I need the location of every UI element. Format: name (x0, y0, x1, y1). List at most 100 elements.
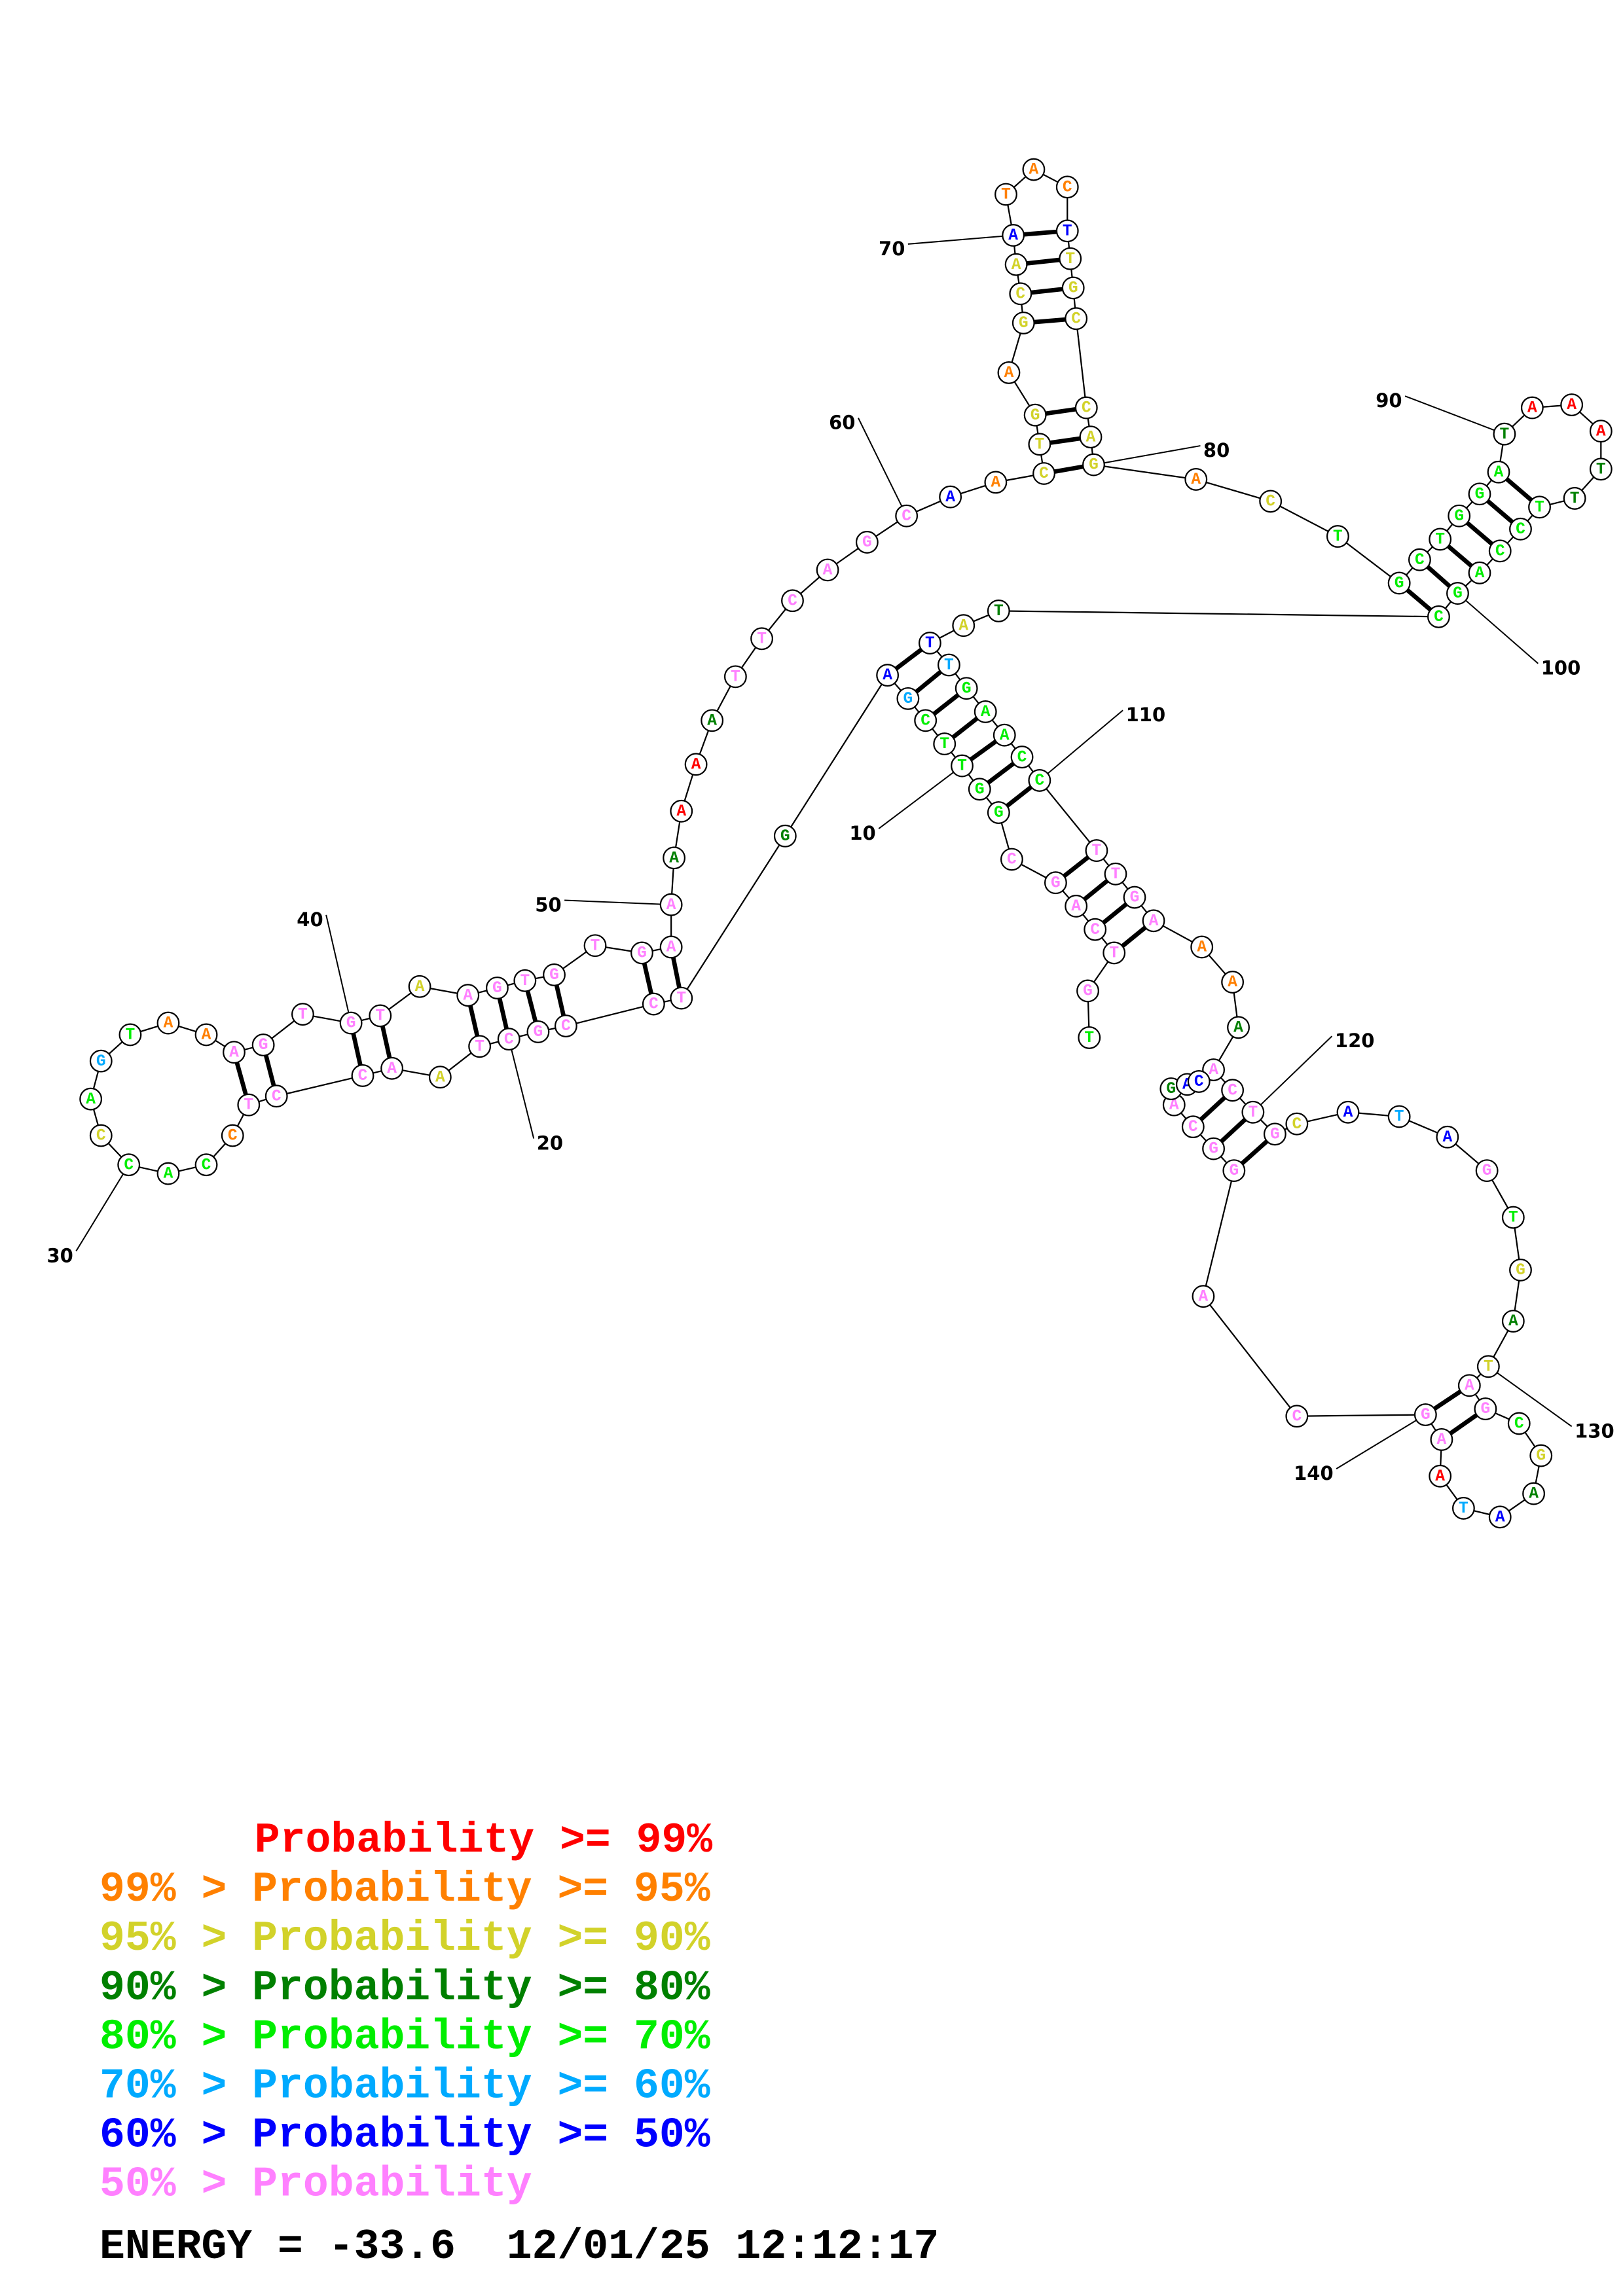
nucleotide-circle (1589, 420, 1613, 443)
nucleotide: A (1065, 895, 1088, 918)
nucleotide-letter: A (1169, 1097, 1179, 1115)
nucleotide-circle (876, 664, 900, 687)
legend-entry: 80% > Probability >= 70% (100, 2013, 710, 2061)
nucleotide-letter: C (1015, 285, 1025, 303)
backbone-link (1337, 535, 1400, 584)
nucleotide-circle (1387, 571, 1411, 595)
nucleotide: T (750, 627, 773, 651)
nucleotide-letter: A (1233, 1019, 1243, 1037)
nucleotide: G (1529, 1444, 1553, 1467)
backbone-link (1202, 1170, 1235, 1297)
nucleotide-circle (1181, 1115, 1205, 1139)
nucleotide-letter: C (1194, 1073, 1204, 1091)
energy-timestamp: ENERGY = -33.6 12/01/25 12:12:17 (100, 2223, 939, 2271)
nucleotide: C (1028, 768, 1051, 792)
position-label: 70 (879, 238, 905, 260)
nucleotide: A (1520, 396, 1544, 420)
nucleotide-circle (237, 1093, 261, 1117)
position-label: 130 (1575, 1420, 1614, 1442)
nucleotide-circle (1221, 971, 1245, 994)
nucleotide-circle (1427, 605, 1450, 628)
nucleotide-letter: A (1199, 1288, 1209, 1306)
legend-prefix: 70% > (100, 2062, 252, 2110)
nucleotide-circle (670, 799, 693, 823)
nucleotide: A (1079, 425, 1103, 449)
legend-prefix: 90% > (100, 1964, 252, 2012)
nucleotide-circle (1429, 1464, 1452, 1488)
nucleotide-circle (194, 1023, 218, 1047)
nucleotide-circle (1044, 871, 1067, 895)
nucleotide: A (428, 1066, 452, 1089)
nucleotide-letter: T (1500, 426, 1510, 444)
nucleotide-letter: A (1567, 397, 1577, 414)
legend-entry: 95% > Probability >= 90% (100, 1915, 710, 1963)
position-tick (75, 1164, 130, 1251)
nucleotide-letter: A (1000, 727, 1010, 745)
nucleotide-letter: A (1191, 471, 1201, 489)
nucleotide: T (1055, 219, 1079, 243)
nucleotide: T (369, 1004, 392, 1028)
nucleotide: A (1221, 971, 1245, 994)
legend-prefix: 50% > (100, 2161, 252, 2208)
backbone-link (1203, 1295, 1298, 1417)
nucleotide-circle (1589, 457, 1613, 481)
nucleotide-circle (997, 361, 1021, 384)
nucleotide-letter: A (676, 803, 686, 821)
nucleotide-letter: T (1084, 1030, 1094, 1047)
nucleotide-letter: C (124, 1157, 134, 1174)
nucleotide-letter: C (902, 508, 911, 526)
nucleotide: T (1476, 1355, 1500, 1378)
nucleotide: G (1446, 582, 1469, 605)
nucleotide: T (918, 632, 941, 655)
nucleotide-letter: A (991, 474, 1000, 492)
nucleotide-circle (1184, 467, 1208, 491)
nucleotide-circle (955, 677, 978, 700)
position-label: 110 (1126, 704, 1166, 726)
backbone-link (784, 675, 888, 836)
nucleotide-circle (1059, 247, 1082, 270)
nucleotide-letter: C (1434, 609, 1444, 626)
position-tick (1336, 1414, 1426, 1469)
position-tick (508, 1039, 535, 1139)
nucleotide-letter: T (925, 635, 935, 653)
nucleotide-letter: G (1475, 486, 1485, 503)
nucleotide-circle (1529, 1444, 1553, 1467)
nucleotide: C (914, 709, 938, 732)
nucleotide-letter: T (1109, 945, 1119, 963)
nucleotide-circle (513, 969, 537, 992)
nucleotide-letter: T (757, 630, 767, 648)
legend-entry: 60% > Probability >= 50% (100, 2111, 710, 2159)
nucleotide: A (1142, 909, 1165, 933)
nucleotide: T (723, 665, 747, 689)
nucleotide: A (1190, 935, 1214, 959)
nucleotide: G (1061, 276, 1085, 300)
backbone-link (566, 1003, 654, 1027)
nucleotide: A (993, 723, 1016, 747)
nucleotide-circle (369, 1004, 392, 1028)
position-label: 20 (537, 1132, 563, 1154)
position-label: 90 (1376, 389, 1402, 412)
nucleotide-circle (1501, 1206, 1525, 1229)
nucleotide-letter: A (202, 1027, 211, 1045)
nucleotide-letter: A (435, 1069, 445, 1086)
position-label: 120 (1335, 1030, 1375, 1052)
legend-label: Probability >= 50% (252, 2111, 710, 2159)
position-tick (1457, 592, 1539, 664)
nucleotide-letter: C (202, 1157, 211, 1174)
nucleotide: C (781, 589, 804, 613)
nucleotide: T (1493, 422, 1516, 446)
nucleotide-circle (968, 778, 991, 801)
nucleotide-letter: A (1596, 423, 1606, 440)
nucleotide-circle (895, 504, 919, 528)
nucleotide-circle (987, 801, 1010, 824)
nucleotide-letter: C (1063, 179, 1072, 196)
nucleotide: A (1184, 467, 1208, 491)
nucleotide: G (1474, 1397, 1497, 1421)
nucleotide: A (701, 709, 724, 732)
nucleotide-circle (1222, 1159, 1246, 1183)
nucleotide-letter: A (1529, 1486, 1539, 1503)
nucleotide-circle (1446, 582, 1469, 605)
nucleotide-letter: A (945, 489, 955, 507)
nucleotide-letter: A (1209, 1062, 1218, 1079)
